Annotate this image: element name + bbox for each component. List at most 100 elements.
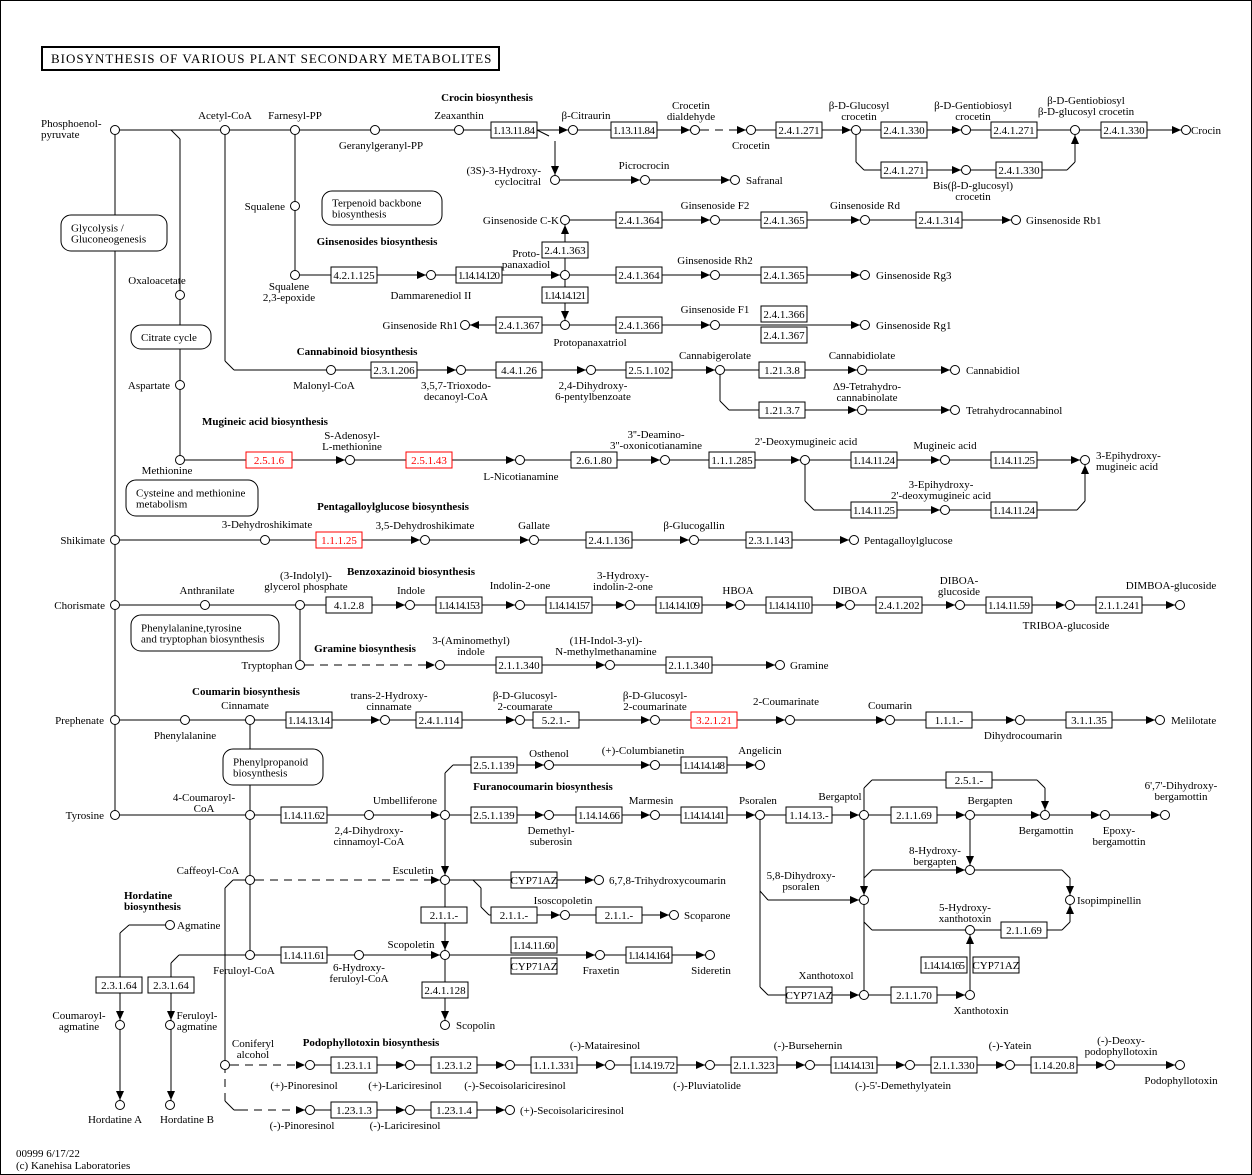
compound-node[interactable] xyxy=(650,715,660,725)
compound-node[interactable] xyxy=(440,950,450,960)
compound-node[interactable] xyxy=(1065,600,1075,610)
compound-node[interactable] xyxy=(625,600,635,610)
compound-node[interactable] xyxy=(885,715,895,725)
enzyme-box[interactable]: 1.14.14.120 xyxy=(455,266,503,284)
compound-node[interactable] xyxy=(290,201,300,211)
compound-node[interactable] xyxy=(115,1100,125,1110)
compound-node[interactable] xyxy=(605,1060,615,1070)
compound-node[interactable] xyxy=(705,1060,715,1070)
enzyme-box[interactable]: CYP71AZ xyxy=(785,986,833,1004)
compound-node[interactable] xyxy=(345,455,355,465)
enzyme-box[interactable]: 1.14.13.14 xyxy=(285,711,333,729)
enzyme-box[interactable]: 2.4.1.367 xyxy=(495,316,543,334)
enzyme-box[interactable]: 2.4.1.330 xyxy=(880,121,928,139)
compound-node[interactable] xyxy=(755,810,765,820)
enzyme-box[interactable]: 1.1.1.285 xyxy=(708,451,756,469)
enzyme-box[interactable]: 2.4.1.364 xyxy=(615,211,663,229)
compound-node[interactable] xyxy=(1015,715,1025,725)
enzyme-box[interactable]: 4.4.1.26 xyxy=(495,361,543,379)
enzyme-box[interactable]: 2.3.1.64 xyxy=(95,976,143,994)
enzyme-box[interactable]: 2.4.1.136 xyxy=(585,531,633,549)
compound-node[interactable] xyxy=(426,270,436,280)
compound-node[interactable] xyxy=(705,950,715,960)
enzyme-box[interactable]: CYP71AZ xyxy=(972,956,1020,974)
enzyme-box[interactable]: 2.1.1.340 xyxy=(495,656,543,674)
enzyme-box[interactable]: 1.14.14.164 xyxy=(625,946,673,964)
compound-node[interactable] xyxy=(560,215,570,225)
compound-node[interactable] xyxy=(640,175,650,185)
compound-node[interactable] xyxy=(955,600,965,610)
compound-node[interactable] xyxy=(730,175,740,185)
enzyme-box[interactable]: 2.3.1.64 xyxy=(147,976,195,994)
compound-node[interactable] xyxy=(560,320,570,330)
compound-node[interactable] xyxy=(859,990,869,1000)
compound-node[interactable] xyxy=(115,1020,125,1030)
compound-node[interactable] xyxy=(940,455,950,465)
compound-node[interactable] xyxy=(859,895,869,905)
enzyme-box[interactable]: 1.14.14.153 xyxy=(435,596,483,614)
compound-node[interactable] xyxy=(245,715,255,725)
compound-node[interactable] xyxy=(175,455,185,465)
compound-node[interactable] xyxy=(515,600,525,610)
enzyme-box[interactable]: 5.2.1.- xyxy=(532,711,580,729)
compound-node[interactable] xyxy=(305,1105,315,1115)
enzyme-box[interactable]: 1.14.20.8 xyxy=(1030,1056,1078,1074)
compound-node[interactable] xyxy=(965,990,975,1000)
compound-node[interactable] xyxy=(529,535,539,545)
compound-node[interactable] xyxy=(560,270,570,280)
compound-node[interactable] xyxy=(305,1060,315,1070)
compound-node[interactable] xyxy=(110,715,120,725)
enzyme-box[interactable]: 1.1.1.25 xyxy=(315,531,363,549)
enzyme-box[interactable]: 2.4.1.364 xyxy=(615,266,663,284)
enzyme-box[interactable]: 1.1.1.- xyxy=(925,711,973,729)
compound-node[interactable] xyxy=(1040,810,1050,820)
enzyme-box[interactable]: 2.4.1.202 xyxy=(875,596,923,614)
enzyme-box[interactable]: 1.23.1.3 xyxy=(330,1101,378,1119)
enzyme-box[interactable]: 3.2.1.21 xyxy=(690,711,738,729)
enzyme-box[interactable]: 2.4.1.330 xyxy=(995,161,1043,179)
compound-node[interactable] xyxy=(660,455,670,465)
enzyme-box[interactable]: 2.5.1.- xyxy=(945,771,993,789)
enzyme-box[interactable]: 2.1.1.- xyxy=(490,906,538,924)
compound-node[interactable] xyxy=(405,600,415,610)
compound-node[interactable] xyxy=(245,875,255,885)
enzyme-box[interactable]: 1.1.1.331 xyxy=(530,1056,578,1074)
enzyme-box[interactable]: 4.1.2.8 xyxy=(325,596,373,614)
compound-node[interactable] xyxy=(110,600,120,610)
enzyme-box[interactable]: 1.14.11.61 xyxy=(280,946,328,964)
enzyme-box[interactable]: 2.4.1.271 xyxy=(990,121,1038,139)
compound-node[interactable] xyxy=(165,1020,175,1030)
enzyme-box[interactable]: 1.14.19.72 xyxy=(630,1056,678,1074)
compound-node[interactable] xyxy=(800,455,810,465)
compound-node[interactable] xyxy=(1005,1060,1015,1070)
compound-node[interactable] xyxy=(568,125,578,135)
compound-node[interactable] xyxy=(165,920,175,930)
enzyme-box[interactable]: 2.6.1.80 xyxy=(570,451,618,469)
enzyme-box[interactable]: 1.23.1.1 xyxy=(330,1056,378,1074)
enzyme-box[interactable]: 2.1.1.69 xyxy=(1000,921,1048,939)
compound-node[interactable] xyxy=(175,380,185,390)
compound-node[interactable] xyxy=(110,125,120,135)
enzyme-box[interactable]: 2.5.1.102 xyxy=(625,361,673,379)
map-link[interactable]: Citrate cycle xyxy=(130,324,212,350)
compound-node[interactable] xyxy=(544,760,554,770)
compound-node[interactable] xyxy=(950,405,960,415)
compound-node[interactable] xyxy=(454,125,464,135)
enzyme-box[interactable]: 3.1.1.35 xyxy=(1065,711,1113,729)
compound-node[interactable] xyxy=(710,270,720,280)
enzyme-box[interactable]: 1.14.14.165 xyxy=(920,956,968,974)
compound-node[interactable] xyxy=(440,810,450,820)
compound-node[interactable] xyxy=(595,950,605,960)
compound-node[interactable] xyxy=(1160,810,1170,820)
enzyme-box[interactable]: 1.14.13.- xyxy=(785,806,833,824)
compound-node[interactable] xyxy=(605,660,615,670)
compound-node[interactable] xyxy=(460,320,470,330)
compound-node[interactable] xyxy=(859,810,869,820)
compound-node[interactable] xyxy=(594,875,604,885)
enzyme-box[interactable]: 4.2.1.125 xyxy=(330,266,378,284)
enzyme-box[interactable]: 1.13.11.84 xyxy=(610,121,658,139)
compound-node[interactable] xyxy=(544,810,554,820)
compound-node[interactable] xyxy=(860,270,870,280)
